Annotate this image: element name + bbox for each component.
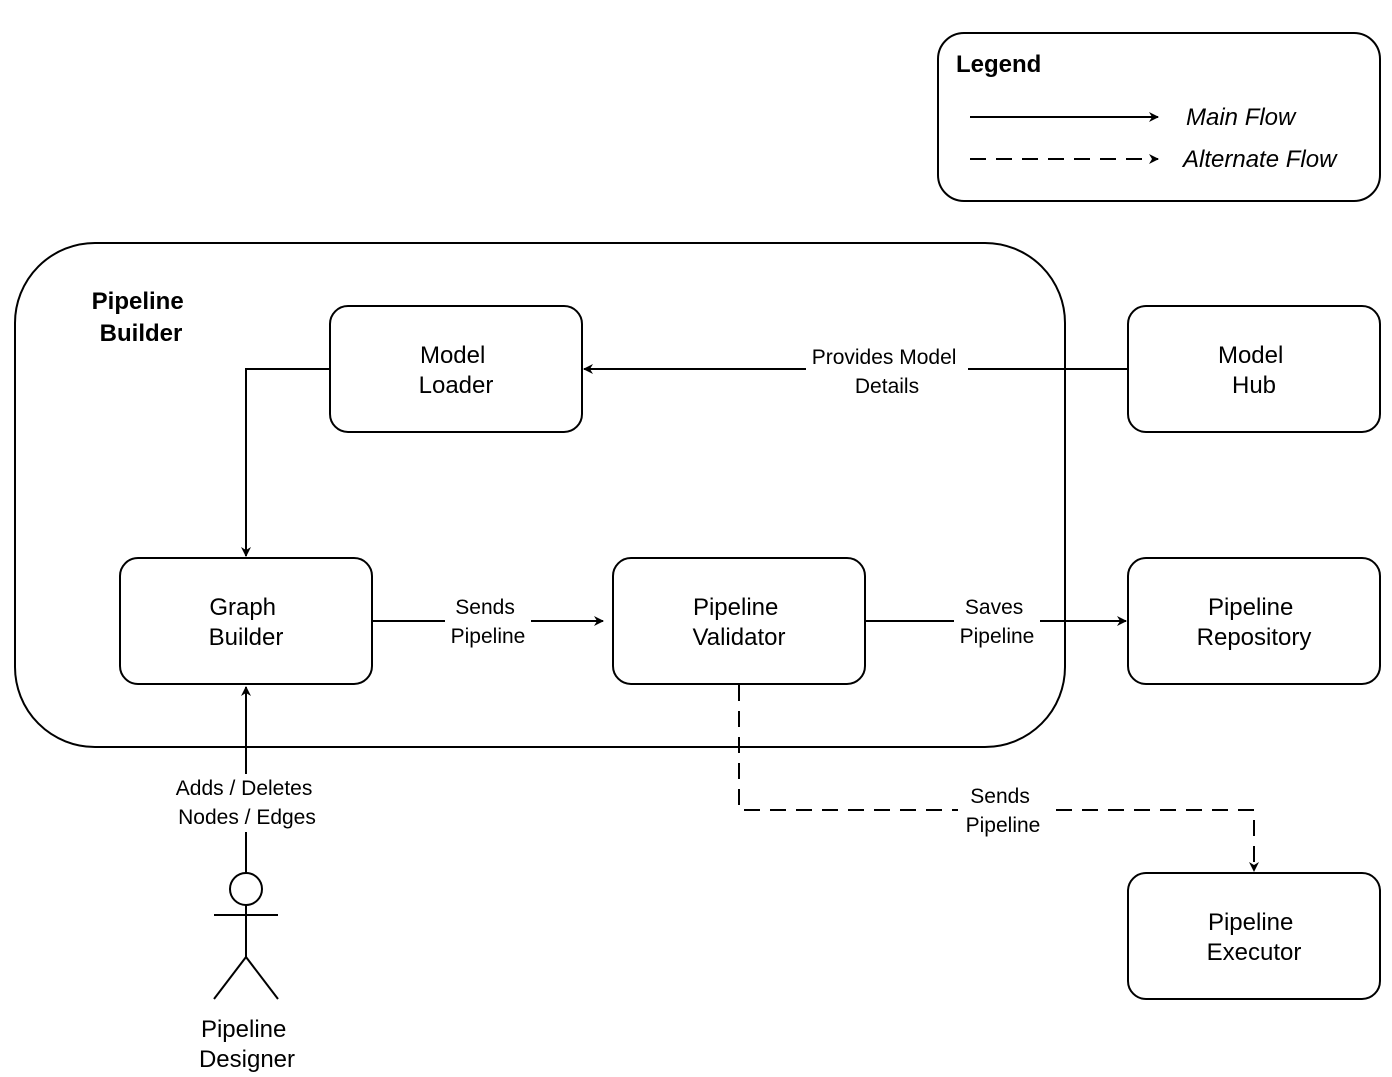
edge-sends-pipeline-alternate bbox=[738, 685, 1259, 872]
graph-builder-label: Graph Builder bbox=[209, 594, 284, 651]
edge-label-bg bbox=[954, 596, 1040, 650]
legend-alternate-flow-label: Alternate Flow bbox=[1181, 146, 1338, 173]
edges: Provides Model Details Sends Pipeline Sa… bbox=[168, 344, 1259, 873]
stick-figure-icon bbox=[213, 872, 279, 1000]
pipeline-executor-box bbox=[1127, 872, 1381, 1000]
node-model-hub: Model Hub bbox=[1127, 305, 1381, 433]
pipeline-repository-box bbox=[1127, 557, 1381, 685]
edge-label-sends-pipeline: Sends Pipeline bbox=[451, 596, 526, 648]
pipeline-executor-label: Pipeline Executor bbox=[1207, 909, 1302, 966]
node-pipeline-executor: Pipeline Executor bbox=[1127, 872, 1381, 1000]
edge-label-bg bbox=[445, 596, 531, 650]
model-loader-label: Model Loader bbox=[419, 342, 494, 399]
legend-title: Legend bbox=[956, 51, 1041, 78]
edge-label-bg bbox=[168, 774, 326, 832]
node-pipeline-validator: Pipeline Validator bbox=[612, 557, 866, 685]
graph-builder-box bbox=[119, 557, 373, 685]
edge-label-bg bbox=[806, 344, 968, 400]
model-hub-box bbox=[1127, 305, 1381, 433]
edge-label-adds-deletes: Adds / Deletes Nodes / Edges bbox=[176, 777, 318, 829]
node-model-loader: Model Loader bbox=[329, 305, 583, 433]
legend: Legend Main Flow Alternate Flow bbox=[937, 32, 1381, 202]
edge-loader-to-graph-builder bbox=[241, 368, 330, 557]
edge-label-provides-model-details: Provides Model Details bbox=[812, 346, 963, 398]
edge-label-sends-pipeline-alternate: Sends Pipeline bbox=[966, 785, 1041, 837]
actor-pipeline-designer: Pipeline Designer bbox=[199, 872, 295, 1073]
pipeline-validator-box bbox=[612, 557, 866, 685]
edge-label-bg bbox=[958, 784, 1048, 840]
actor-label: Pipeline Designer bbox=[199, 1016, 295, 1073]
pipeline-repository-label: Pipeline Repository bbox=[1197, 594, 1312, 651]
model-hub-label: Model Hub bbox=[1218, 342, 1290, 399]
pipeline-builder-title: Pipeline Builder bbox=[92, 288, 191, 347]
model-loader-box bbox=[329, 305, 583, 433]
legend-main-flow-label: Main Flow bbox=[1186, 104, 1297, 131]
node-graph-builder: Graph Builder bbox=[119, 557, 373, 685]
node-pipeline-repository: Pipeline Repository bbox=[1127, 557, 1381, 685]
edge-label-saves-pipeline: Saves Pipeline bbox=[960, 596, 1035, 648]
pipeline-validator-label: Pipeline Validator bbox=[693, 594, 786, 651]
